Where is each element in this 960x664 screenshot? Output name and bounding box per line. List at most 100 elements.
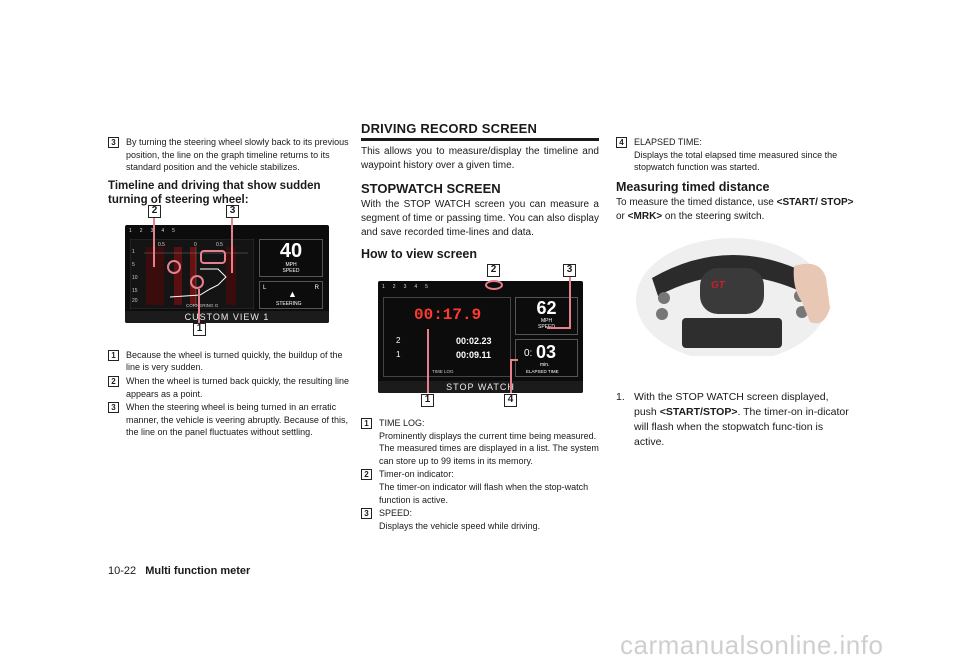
panel-tab-bar: 1 2 3 4 5 bbox=[382, 284, 579, 293]
item-label: Timer-on indicator: bbox=[379, 469, 454, 480]
log-row-time: 00:09.11 bbox=[456, 350, 492, 360]
elapsed-prefix: 0: bbox=[524, 348, 533, 359]
callout-line bbox=[510, 359, 518, 361]
steering-logo: GT bbox=[711, 275, 725, 293]
svg-text:20: 20 bbox=[132, 298, 138, 304]
list-item: 2 When the wheel is turned back quickly,… bbox=[108, 375, 350, 400]
stopwatch-figure: 1 2 3 4 5 00:17.9 2 00:02.23 1 00:09.11 … bbox=[361, 263, 599, 409]
callout-line bbox=[231, 216, 233, 273]
text-run: With the STOP WATCH screen displayed, pu… bbox=[634, 390, 829, 418]
item-label: TIME LOG: bbox=[379, 418, 425, 428]
tab-label: 2 bbox=[392, 284, 396, 290]
howto-items: 1 TIME LOG: Prominently displays the cur… bbox=[361, 417, 599, 532]
time-log-label: TIME LOG bbox=[432, 369, 454, 374]
tab-label: 1 bbox=[382, 284, 385, 290]
item-text: By turning the steering wheel slowly bac… bbox=[126, 137, 349, 173]
item-number: 3 bbox=[361, 508, 372, 520]
step-3-intro: 3 By turning the steering wheel slowly b… bbox=[108, 136, 350, 174]
item-label: SPEED: bbox=[379, 508, 413, 519]
speed-gauge: 40 MPH SPEED bbox=[259, 238, 323, 277]
list-item: 3 SPEED: Displays the vehicle speed whil… bbox=[361, 507, 599, 532]
page-section-title: Multi function meter bbox=[145, 565, 251, 577]
tab-label: 4 bbox=[414, 284, 418, 290]
time-log-area: 00:17.9 2 00:02.23 1 00:09.11 TIME LOG bbox=[383, 297, 511, 377]
tab-label: 3 bbox=[150, 227, 154, 234]
timeline-heading: Timeline and driving that show sudden tu… bbox=[108, 179, 321, 206]
item-body: SPEED: Displays the vehicle speed while … bbox=[379, 507, 599, 532]
start-stop-button-name: <START/STOP> bbox=[659, 405, 738, 418]
view-label: CUSTOM VIEW 1 bbox=[125, 310, 329, 323]
callout-2: 2 bbox=[148, 204, 161, 218]
text-run: or bbox=[616, 210, 628, 222]
speed-label: SPEED bbox=[282, 267, 300, 274]
svg-text:1: 1 bbox=[132, 249, 135, 255]
speed-value: 62 bbox=[536, 298, 557, 318]
steering-right: R bbox=[314, 284, 319, 291]
svg-text:15: 15 bbox=[132, 288, 138, 294]
item-number: 1 bbox=[361, 418, 372, 429]
speed-label: SPEED bbox=[516, 324, 577, 330]
timed-distance-title: Measuring timed distance bbox=[616, 179, 770, 194]
callout-3: 3 bbox=[563, 264, 576, 277]
callout-box bbox=[200, 249, 226, 264]
text-run: . The timer-on in-dicator will flash whe… bbox=[634, 405, 849, 448]
mrk-button-name: <MRK> bbox=[627, 210, 663, 222]
item-text: Prominently displays the current time be… bbox=[379, 430, 599, 466]
log-row-time: 00:02.23 bbox=[456, 336, 492, 346]
item-text: When the steering wheel is being turned … bbox=[126, 402, 348, 438]
log-row-number: 1 bbox=[396, 350, 401, 359]
main-time: 00:17.9 bbox=[414, 306, 482, 324]
item-number: 3 bbox=[108, 137, 119, 148]
panel-tab-bar: 1 2 3 4 5 bbox=[129, 228, 325, 237]
page-footer: 10-22 Multi function meter bbox=[108, 565, 250, 577]
timed-distance-text: To measure the timed distance, use <STAR… bbox=[616, 196, 854, 224]
elapsed-value: 03 bbox=[536, 342, 557, 362]
callout-line bbox=[510, 359, 512, 393]
elapsed-unit: min. bbox=[540, 362, 550, 368]
stopwatch-text: With the STOP WATCH screen you can measu… bbox=[361, 199, 599, 238]
callout-circle bbox=[190, 274, 204, 289]
svg-text:5: 5 bbox=[132, 262, 135, 268]
item-number: 2 bbox=[361, 469, 372, 481]
section-title: DRIVING RECORD SCREEN bbox=[361, 121, 599, 141]
cornering-graph: 1 5 10 15 20 0.5 0 0.5 CORNERING G bbox=[130, 238, 254, 309]
elapsed-gauge: 0: 03 min. ELAPSED TIME bbox=[515, 339, 578, 377]
speed-unit: MPH bbox=[285, 261, 297, 268]
svg-text:0.5: 0.5 bbox=[216, 242, 223, 248]
step-text: With the STOP WATCH screen displayed, pu… bbox=[634, 390, 854, 450]
page-number: 10-22 bbox=[108, 565, 137, 577]
item-number: 1 bbox=[108, 349, 119, 361]
log-row-number: 2 bbox=[396, 336, 401, 345]
list-item: 1 TIME LOG: Prominently displays the cur… bbox=[361, 417, 599, 467]
item-number: 4 bbox=[616, 137, 627, 148]
item-number: 3 bbox=[108, 402, 119, 414]
tab-label: 1 bbox=[129, 227, 132, 234]
custom-view-figure: 1 2 3 4 5 1 5 10 15 20 0.5 bbox=[108, 204, 350, 341]
howto-title: How to view screen bbox=[361, 247, 478, 261]
list-item: 3 When the steering wheel is being turne… bbox=[108, 401, 350, 439]
section-text: This allows you to measure/display the t… bbox=[361, 146, 599, 171]
steering-left: L bbox=[263, 284, 267, 291]
svg-text:CORNERING G: CORNERING G bbox=[186, 303, 219, 308]
watermark: carmanualsonline.info bbox=[620, 630, 884, 660]
item-label: ELAPSED TIME: bbox=[634, 137, 702, 147]
item-text: Because the wheel is turned quickly, the… bbox=[126, 349, 343, 373]
steering-label: STEERING bbox=[276, 300, 302, 307]
step-number: 1. bbox=[616, 390, 625, 403]
callout-line bbox=[547, 327, 571, 329]
callout-line bbox=[153, 216, 155, 267]
tab-label: 4 bbox=[161, 227, 165, 234]
callout-line bbox=[198, 288, 200, 323]
svg-text:0.5: 0.5 bbox=[158, 242, 165, 248]
steering-arrow-icon: ▲ bbox=[288, 288, 297, 299]
callout-1: 1 bbox=[193, 322, 206, 336]
tab-label: 3 bbox=[403, 284, 407, 290]
callout-line bbox=[569, 271, 571, 329]
text-run: To measure the timed distance, use bbox=[616, 196, 777, 208]
tab-label: 5 bbox=[425, 284, 428, 290]
item-body: ELAPSED TIME: Displays the total elapsed… bbox=[634, 136, 854, 174]
text-run: on the steering switch. bbox=[662, 210, 765, 222]
speed-gauge: 62 MPH SPEED bbox=[515, 297, 578, 335]
callout-2: 2 bbox=[487, 264, 500, 277]
callout-1: 1 bbox=[421, 394, 434, 407]
